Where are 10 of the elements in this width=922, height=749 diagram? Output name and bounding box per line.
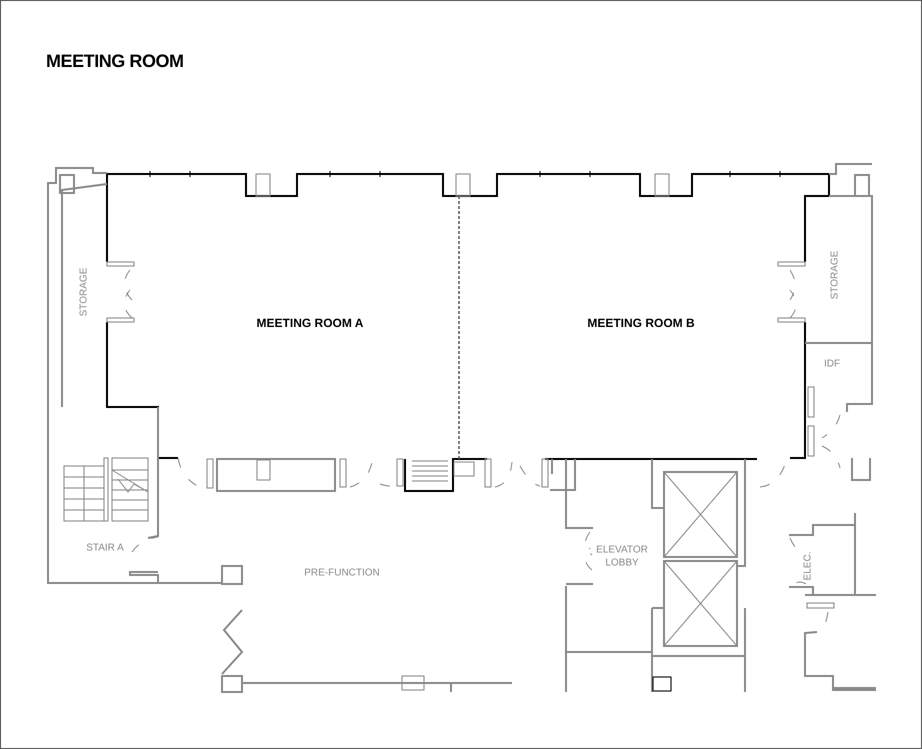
room-label: IDF	[824, 358, 840, 372]
room-label: PRE-FUNCTION	[304, 566, 380, 580]
room-label: STORAGE	[828, 250, 842, 300]
room-label: ELEC.	[802, 552, 814, 580]
title: MEETING ROOM	[46, 50, 184, 73]
room-label: ELEVATOR LOBBY	[595, 544, 649, 570]
room-label: MEETING ROOM B	[587, 315, 695, 332]
room-label: STAIR A	[86, 542, 124, 556]
room-label: STORAGE	[78, 268, 90, 316]
room-label: MEETING ROOM A	[256, 315, 364, 332]
